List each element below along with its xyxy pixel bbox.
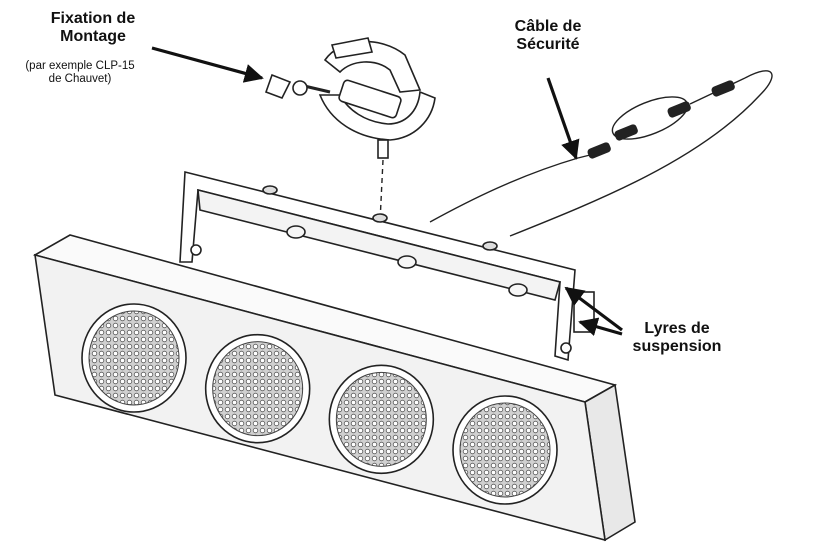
led-lens-cluster: [459, 402, 551, 498]
mount-label-note2: de Chauvet): [48, 73, 112, 86]
mounting-clamp: [264, 37, 436, 159]
mount-label-note: (par exemple CLP-15 de Chauvet): [0, 60, 160, 86]
safety-cable-label-line2: Sécurité: [516, 36, 580, 54]
bracket-arrow-lower: [578, 317, 623, 336]
mount-label-line1: Fixation de: [50, 10, 136, 27]
led-lens-group: [81, 303, 558, 505]
brackets-label-line2: suspension: [632, 338, 722, 356]
safety-cable: [429, 70, 773, 237]
brackets-label-line1: Lyres de: [644, 320, 710, 337]
led-lens-cluster: [88, 310, 180, 406]
led-lens-cluster: [212, 341, 304, 437]
mount-arrow: [151, 46, 264, 83]
led-lens-cluster: [335, 371, 427, 467]
safety-cable-label-line1: Câble de: [514, 18, 582, 35]
mount-label-title: Fixation de Montage: [28, 10, 158, 47]
safety-cable-label: Câble de Sécurité: [488, 18, 608, 55]
bracket-arrow-upper: [564, 286, 623, 332]
leader-arrows: [151, 46, 623, 336]
safety-cable-arrow: [546, 77, 580, 160]
clamp-guide-line: [379, 159, 384, 223]
mount-label-line2: Montage: [60, 28, 126, 46]
mount-label-note1: (par exemple CLP-15: [25, 60, 135, 72]
brackets-label: Lyres de suspension: [612, 320, 742, 357]
